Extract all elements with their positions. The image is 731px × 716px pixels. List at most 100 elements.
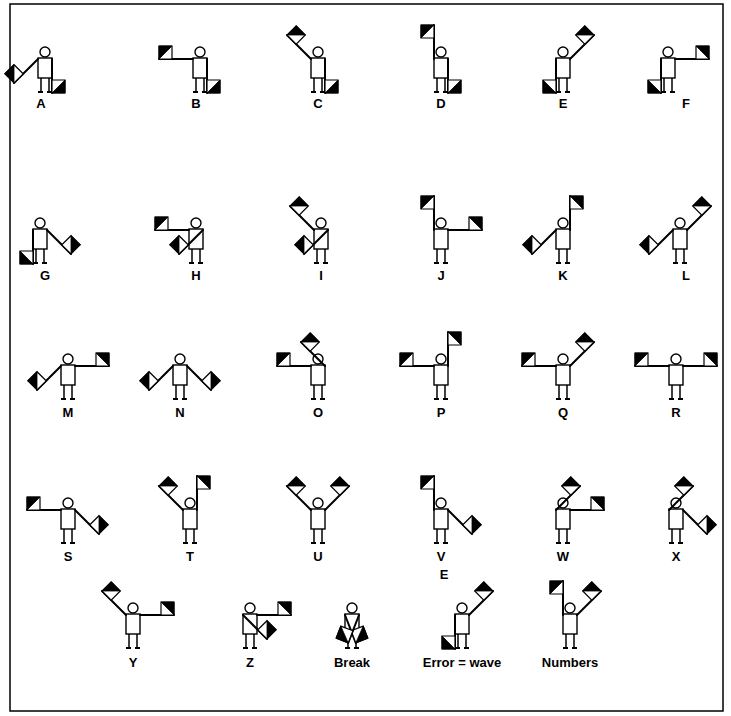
foot [434, 91, 439, 93]
head [175, 354, 185, 364]
flag [576, 26, 594, 44]
foot [182, 398, 187, 400]
leg [195, 78, 197, 92]
leg [558, 529, 560, 543]
leg [558, 249, 560, 263]
head [313, 47, 323, 57]
leg [436, 249, 438, 263]
signal-label: S [64, 547, 73, 565]
foot [252, 647, 257, 649]
flag-dark-half [28, 372, 37, 390]
leg [191, 249, 193, 263]
torso [33, 229, 47, 249]
foot [556, 398, 561, 400]
flag [102, 582, 120, 600]
head [436, 498, 446, 508]
foot [135, 647, 140, 649]
head [671, 354, 681, 364]
flag [698, 516, 716, 534]
torso [556, 509, 570, 529]
leg [63, 385, 65, 399]
foot [173, 398, 178, 400]
flag-dark-half [693, 197, 711, 206]
leg [565, 634, 567, 648]
leg [136, 634, 138, 648]
head [436, 218, 446, 228]
foot [556, 262, 561, 264]
signaller-figure [155, 217, 203, 263]
flag [159, 46, 172, 59]
head [191, 218, 201, 228]
flag-dark-half [400, 353, 413, 366]
flag [301, 333, 319, 351]
signaller-figure [669, 477, 716, 543]
leg [253, 634, 255, 648]
foot [354, 647, 359, 649]
flag [693, 197, 711, 215]
leg [683, 249, 685, 263]
foot [443, 542, 448, 544]
signal-label: A [36, 94, 45, 112]
foot [311, 91, 316, 93]
head [313, 498, 323, 508]
flag [287, 477, 305, 495]
signal-label-text: N [175, 405, 184, 420]
flag [522, 353, 535, 366]
leg [444, 78, 446, 92]
torso [434, 229, 448, 249]
head [40, 47, 50, 57]
foot [563, 647, 568, 649]
signal-label: Z [246, 653, 254, 671]
signaller-figure [522, 333, 594, 399]
flag [20, 251, 33, 264]
leg [444, 249, 446, 263]
head [436, 47, 446, 57]
foot [61, 398, 66, 400]
foot [70, 542, 75, 544]
torso [669, 365, 683, 385]
flag-dark-half [155, 217, 168, 230]
leg [566, 78, 568, 92]
torso [563, 614, 577, 634]
signaller-figure [277, 333, 325, 399]
signaller-figure [635, 353, 717, 399]
flag [202, 372, 220, 390]
signaller-figure [640, 197, 711, 263]
flag [140, 372, 158, 390]
signal-label-text: Q [558, 405, 568, 420]
flag [475, 582, 493, 600]
flag [583, 582, 601, 600]
signal-label: G [40, 266, 50, 284]
foot [320, 398, 325, 400]
leg [321, 78, 323, 92]
flag-dark-half [635, 353, 648, 366]
flag-dark-half [197, 476, 210, 489]
signaller-figure [523, 196, 583, 263]
signal-label: E [440, 565, 449, 583]
foot [314, 262, 319, 264]
flag-dark-half [71, 236, 80, 254]
foot [243, 647, 248, 649]
flag [448, 80, 461, 93]
flag [576, 333, 594, 351]
signal-label: J [437, 266, 444, 284]
flag-dark-half [448, 332, 461, 345]
flag [170, 236, 188, 254]
torso [311, 58, 325, 78]
flag-dark-half [356, 626, 368, 643]
signal-label: Y [129, 653, 138, 671]
flag-dark-half [707, 516, 716, 534]
flag-dark-half [267, 621, 276, 639]
torso [455, 614, 469, 634]
head [558, 218, 568, 228]
leg [321, 385, 323, 399]
flag-dark-half [336, 626, 348, 643]
flag [287, 26, 305, 44]
flag-dark-half [211, 372, 220, 390]
leg [71, 529, 73, 543]
foot [678, 542, 683, 544]
foot [556, 542, 561, 544]
leg [313, 78, 315, 92]
signal-label: D [436, 94, 445, 112]
flag [448, 332, 461, 345]
